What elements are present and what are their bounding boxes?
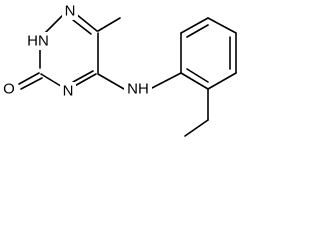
bond-ph-2 bbox=[180, 17, 209, 34]
bond-n1-n2 bbox=[44, 13, 65, 34]
bond-c6-n1-inner bbox=[72, 19, 92, 35]
atom-label-nh-linker: NH bbox=[127, 81, 149, 98]
bond-ph-3 bbox=[207, 17, 237, 34]
atom-label-n1: N bbox=[65, 3, 76, 20]
atom-labels: N HN O N NH bbox=[1, 2, 152, 100]
bond-ph-5 bbox=[207, 72, 237, 90]
bond-ph-inner-c bbox=[186, 68, 209, 83]
bond-c3-o-2 bbox=[20, 77, 43, 90]
bond-ph-inner-a bbox=[186, 24, 209, 38]
bond-n4-c5-inner bbox=[72, 70, 94, 83]
bond-nh-phenyl bbox=[149, 72, 182, 90]
bonds bbox=[18, 13, 237, 137]
bond-ph-6 bbox=[180, 72, 209, 90]
chemical-structure-diagram: N HN O N NH bbox=[1, 2, 237, 137]
bond-c6-n1 bbox=[75, 13, 98, 32]
bond-c6-methyl bbox=[97, 17, 121, 32]
atom-label-o: O bbox=[3, 81, 15, 98]
bond-c5-nh bbox=[97, 73, 125, 90]
atom-label-n2h: HN bbox=[27, 33, 49, 50]
bond-c3-o-1 bbox=[18, 72, 40, 85]
atom-label-n4: N bbox=[63, 83, 74, 100]
bond-ethyl-2 bbox=[184, 119, 209, 137]
